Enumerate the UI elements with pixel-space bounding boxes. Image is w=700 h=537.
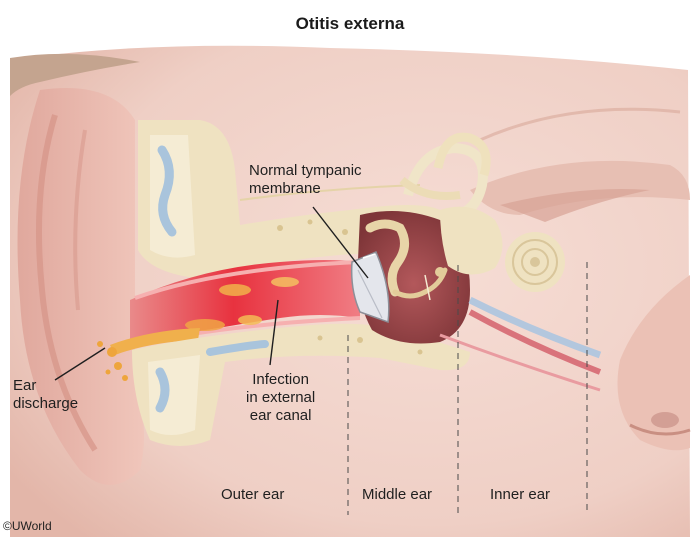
label-line: ear canal <box>249 407 312 424</box>
copyright-notice: ©UWorld <box>3 519 52 533</box>
region-dividers <box>347 262 588 515</box>
ear-canal <box>130 260 361 347</box>
label-ear-discharge: Ear discharge <box>13 377 78 413</box>
label-line: Ear <box>13 377 37 394</box>
label-line: Normal tympanic <box>249 162 362 179</box>
lower-bone <box>132 323 470 446</box>
label-middle-ear: Middle ear <box>362 486 433 503</box>
label-line: Infection <box>252 371 309 388</box>
diagram-title: Otitis externa <box>295 14 405 33</box>
leader-lines <box>54 206 369 381</box>
label-inner-ear: Inner ear <box>490 486 551 503</box>
label-infection-external-ear-canal: Infection in external ear canal <box>246 371 315 425</box>
label-line: discharge <box>13 395 79 412</box>
label-normal-tympanic-membrane: Normal tympanic membrane <box>249 162 362 198</box>
label-outer-ear: Outer ear <box>221 486 285 503</box>
auricle <box>17 88 144 485</box>
inner-ear <box>399 132 602 392</box>
ear-discharge <box>97 328 200 381</box>
label-line: in external <box>246 389 316 406</box>
label-line: membrane <box>249 180 321 197</box>
